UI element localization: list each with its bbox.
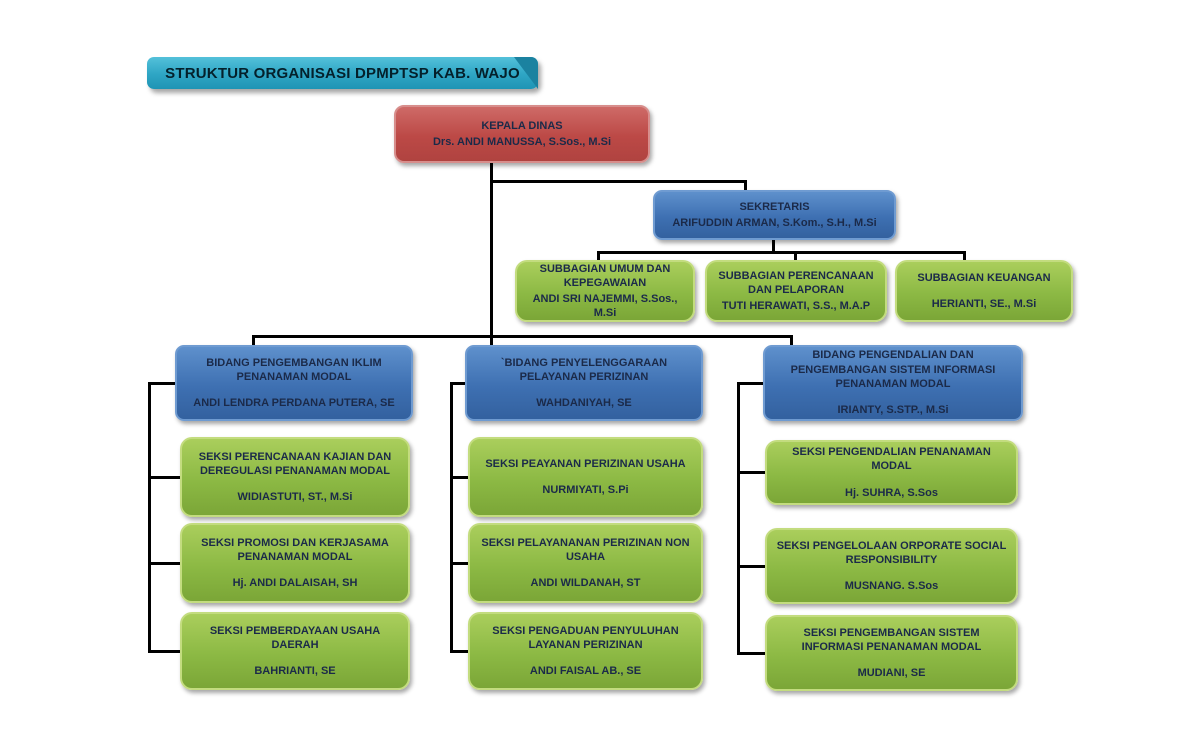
- node-title: SEKSI PERENCANAAN KAJIAN DAN DEREGULASI …: [198, 450, 392, 477]
- connector-left-seksi-stub-1: [148, 476, 182, 479]
- node-bidang-pengendalian-pengembangan: BIDANG PENGENDALIAN DAN PENGEMBANGAN SIS…: [763, 345, 1023, 421]
- node-title: SUBBAGIAN KEUANGAN: [917, 271, 1051, 284]
- node-person: MUSNANG. S.Sos: [844, 580, 939, 593]
- node-seksi-pengendalian-penanaman-modal: SEKSI PENGENDALIAN PENANAMAN MODAL Hj. S…: [765, 440, 1018, 505]
- node-title: KEPALA DINAS: [481, 120, 563, 133]
- node-person: ARIFUDDIN ARMAN, S.Kom., S.H., M.Si: [672, 216, 877, 229]
- connector-left-bidang-stub: [148, 382, 177, 385]
- node-person: TUTI HERAWATI, S.S., M.A.P: [721, 299, 871, 312]
- node-person: IRIANTY, S.STP., M.Si: [837, 404, 949, 417]
- node-seksi-pemberdayaan-usaha: SEKSI PEMBERDAYAAN USAHA DAERAH BAHRIANT…: [180, 612, 410, 690]
- node-person: MUDIANI, SE: [857, 667, 926, 680]
- connector-sekretaris-horizontal: [490, 180, 747, 183]
- node-title: SEKSI PENGADUAN PENYULUHAN LAYANAN PERIZ…: [492, 624, 679, 651]
- connector-bidang-horizontal: [252, 335, 793, 338]
- node-seksi-pengembangan-sistem-informasi: SEKSI PENGEMBANGAN SISTEM INFORMASI PENA…: [765, 615, 1018, 691]
- connector-subbagian-horizontal: [597, 251, 966, 254]
- connector-subbagian-drop-1: [597, 251, 600, 262]
- node-bidang-penyelenggaraan-pelayanan: `BIDANG PENYELENGGARAAN PELAYANAN PERIZI…: [465, 345, 703, 421]
- node-person: Hj. SUHRA, S.Sos: [845, 486, 938, 499]
- node-title: BIDANG PENGEMBANGAN IKLIM PENANAMAN MODA…: [206, 356, 382, 383]
- chart-title-banner: STRUKTUR ORGANISASI DPMPTSP KAB. WAJO: [147, 57, 538, 89]
- connector-trunk-vertical: [490, 161, 493, 345]
- node-title: SEKSI PENGELOLAAN ORPORATE SOCIAL RESPON…: [776, 539, 1007, 566]
- node-person: Hj. ANDI DALAISAH, SH: [232, 577, 358, 590]
- connector-mid-column-vertical: [450, 382, 453, 653]
- node-person: Drs. ANDI MANUSSA, S.Sos., M.Si: [432, 135, 612, 148]
- connector-left-seksi-stub-3: [148, 650, 182, 653]
- node-sekretaris: SEKRETARIS ARIFUDDIN ARMAN, S.Kom., S.H.…: [653, 190, 896, 240]
- node-title: SEKSI PENGENDALIAN PENANAMAN MODAL: [792, 446, 991, 473]
- connector-mid-seksi-stub-3: [450, 650, 470, 653]
- node-person: WAHDANIYAH, SE: [536, 397, 632, 410]
- chart-title: STRUKTUR ORGANISASI DPMPTSP KAB. WAJO: [165, 64, 520, 82]
- node-subbagian-perencanaan: SUBBAGIAN PERENCANAAN DAN PELAPORAN TUTI…: [705, 260, 887, 322]
- connector-sekretaris-drop: [744, 180, 747, 192]
- node-title: `BIDANG PENYELENGGARAAN PELAYANAN PERIZI…: [500, 356, 668, 383]
- connector-subbagian-drop-2: [794, 251, 797, 262]
- node-bidang-pengembangan-iklim: BIDANG PENGEMBANGAN IKLIM PENANAMAN MODA…: [175, 345, 413, 421]
- node-title: SEKSI PROMOSI DAN KERJASAMA PENANAMAN MO…: [201, 536, 389, 563]
- node-seksi-pengaduan-penyuluhan: SEKSI PENGADUAN PENYULUHAN LAYANAN PERIZ…: [468, 612, 703, 690]
- node-seksi-pelayanan-perizinan-usaha: SEKSI PEAYANAN PERIZINAN USAHA NURMIYATI…: [468, 437, 703, 517]
- connector-right-column-vertical: [737, 382, 740, 655]
- node-title: BIDANG PENGENDALIAN DAN PENGEMBANGAN SIS…: [790, 349, 996, 390]
- connector-right-seksi-stub-2: [737, 565, 767, 568]
- node-title: SEKSI PEAYANAN PERIZINAN USAHA: [485, 457, 686, 470]
- connector-left-seksi-stub-2: [148, 562, 182, 565]
- connector-mid-bidang-stub: [450, 382, 467, 385]
- node-person: ANDI LENDRA PERDANA PUTERA, SE: [193, 397, 395, 410]
- node-person: HERIANTI, SE., M.Si: [931, 298, 1037, 310]
- node-seksi-pelayanan-perizinan-non-usaha: SEKSI PELAYANANAN PERIZINAN NON USAHA AN…: [468, 523, 703, 603]
- node-person: WIDIASTUTI, ST., M.Si: [237, 491, 353, 504]
- node-seksi-promosi-kerjasama: SEKSI PROMOSI DAN KERJASAMA PENANAMAN MO…: [180, 523, 410, 603]
- node-title: SUBBAGIAN PERENCANAAN DAN PELAPORAN: [718, 270, 874, 297]
- node-person: ANDI WILDANAH, ST: [530, 577, 641, 590]
- connector-subbagian-drop-3: [963, 251, 966, 262]
- connector-mid-seksi-stub-1: [450, 476, 470, 479]
- connector-left-column-vertical: [148, 382, 151, 653]
- connector-mid-seksi-stub-2: [450, 562, 470, 565]
- node-title: SEKSI PENGEMBANGAN SISTEM INFORMASI PENA…: [801, 626, 982, 653]
- node-subbagian-keuangan: SUBBAGIAN KEUANGAN HERIANTI, SE., M.Si: [895, 260, 1073, 322]
- connector-right-seksi-stub-3: [737, 652, 767, 655]
- node-person: ANDI FAISAL AB., SE: [529, 665, 642, 678]
- node-person: BAHRIANTI, SE: [254, 665, 336, 678]
- node-person: ANDI SRI NAJEMMI, S.Sos., M.Si: [532, 292, 678, 319]
- connector-bidang-drop-right: [790, 335, 793, 347]
- node-title: SEKRETARIS: [739, 201, 810, 214]
- node-title: SEKSI PELAYANANAN PERIZINAN NON USAHA: [481, 536, 690, 563]
- node-subbagian-umum: SUBBAGIAN UMUM DAN KEPEGAWAIAN ANDI SRI …: [515, 260, 695, 322]
- connector-right-bidang-stub: [737, 382, 765, 385]
- node-person: NURMIYATI, S.Pi: [542, 484, 629, 496]
- connector-bidang-drop-left: [252, 335, 255, 347]
- node-kepala-dinas: KEPALA DINAS Drs. ANDI MANUSSA, S.Sos., …: [394, 105, 650, 163]
- node-title: SUBBAGIAN UMUM DAN KEPEGAWAIAN: [539, 262, 671, 290]
- node-seksi-perencanaan-kajian: SEKSI PERENCANAAN KAJIAN DAN DEREGULASI …: [180, 437, 410, 517]
- node-title: SEKSI PEMBERDAYAAN USAHA DAERAH: [209, 624, 381, 651]
- connector-right-seksi-stub-1: [737, 471, 767, 474]
- node-seksi-pengelolaan-csr: SEKSI PENGELOLAAN ORPORATE SOCIAL RESPON…: [765, 528, 1018, 604]
- connector-sekretaris-bottom: [772, 240, 775, 253]
